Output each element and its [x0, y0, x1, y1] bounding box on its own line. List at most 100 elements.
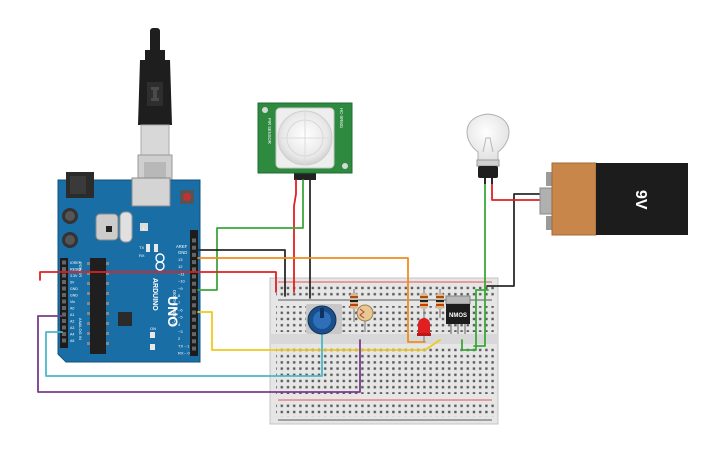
digital-pin-label: ~10	[178, 279, 186, 284]
light-bulb	[466, 113, 510, 184]
digital-pin-hole[interactable]	[192, 267, 196, 272]
analog-pin-label: A2	[70, 320, 74, 324]
wire-a1	[45, 331, 323, 377]
power-pin-hole[interactable]	[62, 260, 66, 265]
battery-label-band	[551, 162, 597, 236]
bottom-power-rail	[276, 403, 494, 417]
wire-pin12	[197, 257, 426, 343]
digital-pin-label: 8	[178, 293, 181, 298]
power-pin-label: RESET	[70, 268, 83, 272]
power-pin-hole[interactable]	[62, 306, 66, 310]
digital-pin-label: ~3	[178, 329, 183, 334]
digital-pin-label: ~11	[178, 271, 185, 276]
wire-mosfet-drain	[461, 289, 489, 351]
power-pin-hole[interactable]	[62, 299, 66, 304]
digital-pin-hole[interactable]	[192, 274, 196, 279]
board-brand-label: ARDUINO	[151, 278, 158, 311]
analog-pin-label: A1	[70, 313, 74, 317]
digital-pin-hole[interactable]	[192, 252, 196, 257]
resistor-led	[420, 289, 428, 318]
analog-pin-label: A0	[70, 307, 74, 311]
digital-pin-hole[interactable]	[192, 296, 196, 301]
red-led	[417, 318, 431, 342]
power-pin-label: 5V	[70, 281, 75, 285]
digital-pin-hole[interactable]	[192, 339, 196, 344]
rx-led-label: RX	[139, 253, 145, 258]
power-pin-hole[interactable]	[62, 293, 66, 297]
arduino-uno-board: ARDUINO UNO TX RX L ON AREF GND 1312~11~…	[57, 172, 201, 363]
power-pin-hole[interactable]	[62, 286, 66, 291]
digital-pin-hole[interactable]	[192, 303, 196, 308]
photoresistor	[356, 304, 374, 332]
battery-9v: 9V	[539, 162, 688, 236]
digital-pin-label: 7	[178, 300, 181, 305]
tx-led-label: TX	[139, 245, 144, 250]
digital-pin-hole[interactable]	[192, 317, 196, 322]
analog-pin-label: A4	[70, 333, 74, 337]
power-pin-label: GND	[70, 294, 78, 298]
analog-pin-label: A5	[70, 339, 74, 343]
digital-pin-label: 4	[178, 322, 181, 327]
on-led-label: ON	[150, 326, 156, 331]
battery-voltage-label: 9V	[632, 190, 649, 210]
digital-pin-hole[interactable]	[192, 238, 196, 243]
digital-pin-hole[interactable]	[192, 324, 196, 329]
wire-pir-out	[197, 179, 304, 291]
power-pin-holes	[62, 260, 66, 343]
digital-pin-label: 13	[178, 257, 183, 262]
power-pin-hole[interactable]	[62, 338, 66, 343]
mosfet-label: NMOS	[449, 313, 467, 319]
power-pin-label: Vin	[70, 300, 75, 304]
digital-pin-hole[interactable]	[192, 332, 196, 337]
resistor-ldr	[350, 289, 358, 322]
power-pin-label: IOREF	[70, 261, 82, 265]
gnd-label: GND	[178, 250, 187, 255]
digital-section-label: DIGITAL (PWM ~)	[172, 290, 177, 324]
wire-bulb	[473, 179, 486, 347]
digital-pin-label: ~9	[178, 286, 183, 291]
digital-pin-hole[interactable]	[192, 281, 196, 286]
power-pin-hole[interactable]	[62, 267, 66, 271]
wire-battery-pos	[491, 179, 541, 201]
bottom-terminal-strip	[276, 348, 494, 394]
nmos-transistor: NMOS	[445, 295, 471, 334]
digital-pin-hole[interactable]	[192, 288, 196, 293]
power-pin-label: 3.3V	[70, 274, 78, 278]
digital-pin-hole[interactable]	[192, 245, 196, 250]
power-pin-hole[interactable]	[62, 325, 66, 330]
power-section-label: POWER	[78, 262, 83, 277]
power-pin-label: GND	[70, 287, 78, 291]
wire-battery-neg	[486, 193, 541, 287]
analog-pin-label: A3	[70, 326, 74, 330]
digital-pin-label: RX←0	[178, 351, 191, 356]
pir-label-right: HC-SR501	[339, 108, 344, 129]
digital-pin-label: ~5	[178, 315, 183, 320]
usb-cable	[137, 28, 173, 196]
wire-pin6	[197, 311, 441, 351]
digital-pin-hole[interactable]	[192, 310, 196, 315]
power-pin-hole[interactable]	[62, 319, 66, 323]
analog-section-label: ANALOG IN	[78, 318, 83, 340]
power-pin-hole[interactable]	[62, 280, 66, 284]
digital-pin-label: ~6	[178, 307, 183, 312]
digital-pin-hole[interactable]	[192, 260, 196, 265]
power-pin-hole[interactable]	[62, 273, 66, 278]
digital-pin-label: 2	[178, 336, 181, 341]
resistor-mosfet-gate	[436, 289, 444, 318]
reset-button[interactable]	[183, 193, 191, 201]
potentiometer[interactable]	[306, 304, 342, 335]
wire-pir-vcc	[293, 179, 297, 293]
digital-pin-hole[interactable]	[192, 346, 196, 351]
wire-arduino-gnd	[197, 249, 286, 297]
power-pin-hole[interactable]	[62, 332, 66, 336]
arduino-infinity-logo	[155, 253, 165, 271]
power-pin-hole[interactable]	[62, 312, 66, 317]
pir-sensor: PIR SENSOR HC-SR501	[257, 102, 353, 180]
digital-pin-label: 12	[178, 264, 183, 269]
wire-5v	[39, 271, 277, 293]
aref-label: AREF	[176, 244, 188, 249]
